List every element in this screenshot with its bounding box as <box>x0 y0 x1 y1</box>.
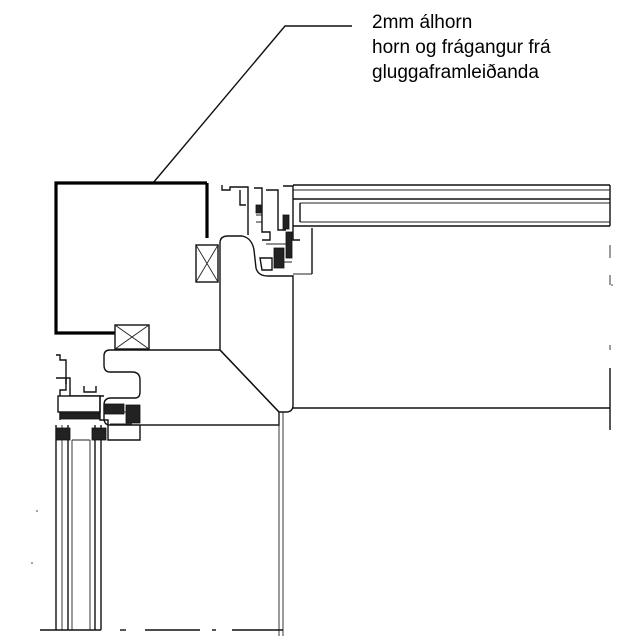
lower-clip-profiles <box>55 354 141 441</box>
spacer-block-upper <box>195 244 219 283</box>
spacer-block-lower <box>114 324 150 350</box>
top-glazing-unit <box>293 184 611 430</box>
annotation-line-3: gluggaframleiðanda <box>372 62 539 83</box>
lower-glazing-unit <box>40 425 283 631</box>
aluminium-corner-annotation: 2mm álhorn horn og frágangur frá gluggaf… <box>372 10 551 85</box>
timber-frame-profile <box>103 235 294 636</box>
aluminium-corner-cladding <box>54 181 209 335</box>
annotation-leader <box>152 25 352 184</box>
annotation-line-2: horn og frágangur frá <box>372 37 551 58</box>
top-clip-profiles <box>221 185 300 271</box>
annotation-line-1: 2mm álhorn <box>372 12 473 33</box>
reference-marks <box>31 284 613 564</box>
